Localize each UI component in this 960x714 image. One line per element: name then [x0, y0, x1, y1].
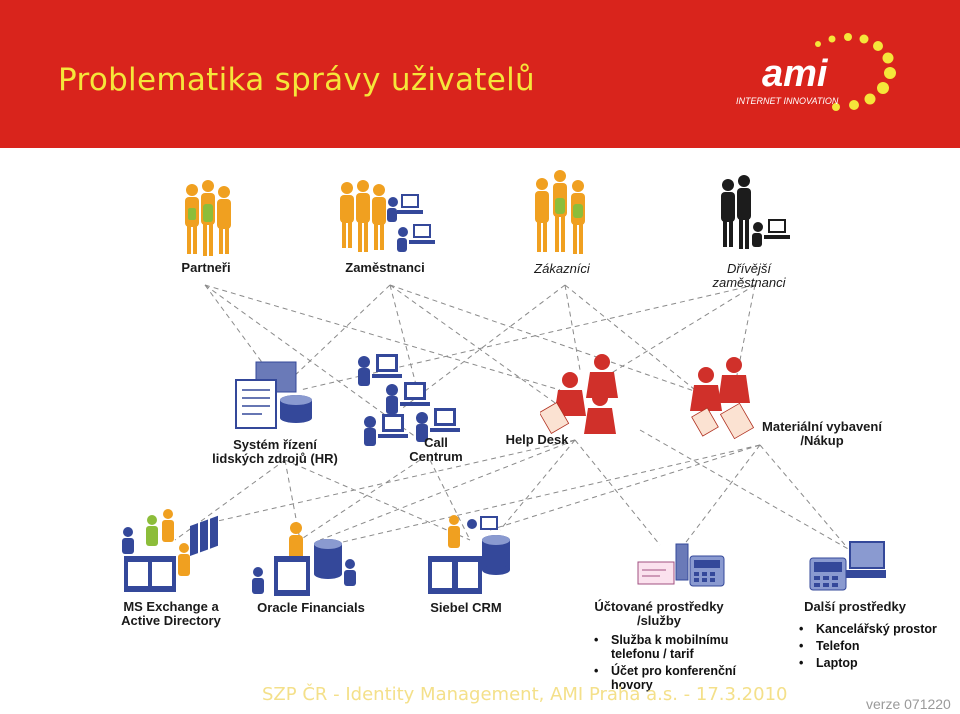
- version-label: verze 071220: [866, 696, 951, 712]
- other-item: Kancelářský prostor: [796, 622, 956, 636]
- label-hr-line2: lidských zdrojů (HR): [212, 451, 338, 466]
- label-material-line2: /Nákup: [800, 433, 843, 448]
- label-partners: Partneři: [170, 261, 242, 275]
- label-material-line1: Materiální vybavení: [762, 419, 882, 434]
- customers-people-icon: [530, 168, 592, 260]
- label-call-line1: Call: [424, 435, 448, 450]
- laptop-phone-icon: [806, 540, 888, 594]
- siebel-crm-icon: [424, 512, 522, 596]
- phone-billing-icon: [636, 534, 730, 590]
- label-customers: Zákazníci: [516, 262, 608, 276]
- former-employees-icon: [718, 175, 790, 260]
- label-employees: Zaměstnanci: [330, 261, 440, 275]
- helpdesk-icon: [540, 350, 625, 438]
- employees-people-icon: [335, 180, 435, 260]
- label-other-resources: Další prostředky: [792, 600, 918, 614]
- label-exchange-line1: MS Exchange a: [123, 599, 218, 614]
- label-material: Materiální vybavení/Nákup: [752, 420, 892, 448]
- other-item: Laptop: [796, 656, 956, 670]
- label-billing-line1: Účtované prostředky: [594, 599, 723, 614]
- label-hr-line1: Systém řízení: [233, 437, 317, 452]
- procurement-icon: [688, 355, 760, 445]
- label-call-line2: Centrum: [409, 449, 462, 464]
- label-helpdesk: Help Desk: [496, 433, 578, 447]
- label-siebel: Siebel CRM: [420, 601, 512, 615]
- billing-item: Služba k mobilnímu telefonu / tarif: [591, 633, 761, 661]
- exchange-ad-icon: [118, 506, 223, 596]
- label-former-line2: zaměstnanci: [713, 275, 786, 290]
- footer-text: SZP ČR - Identity Management, AMI Praha …: [262, 684, 787, 705]
- label-exchange-line2: Active Directory: [121, 613, 221, 628]
- other-resources-list: Kancelářský prostor Telefon Laptop: [796, 622, 956, 673]
- label-billing: Účtované prostředky/služby: [584, 600, 734, 628]
- partners-people-icon: [180, 178, 236, 260]
- label-billing-line2: /služby: [637, 613, 681, 628]
- hr-system-icon: [232, 360, 314, 432]
- oracle-financials-icon: [248, 520, 368, 598]
- other-item: Telefon: [796, 639, 956, 653]
- label-oracle: Oracle Financials: [250, 601, 372, 615]
- label-former-line1: Dřívější: [727, 261, 771, 276]
